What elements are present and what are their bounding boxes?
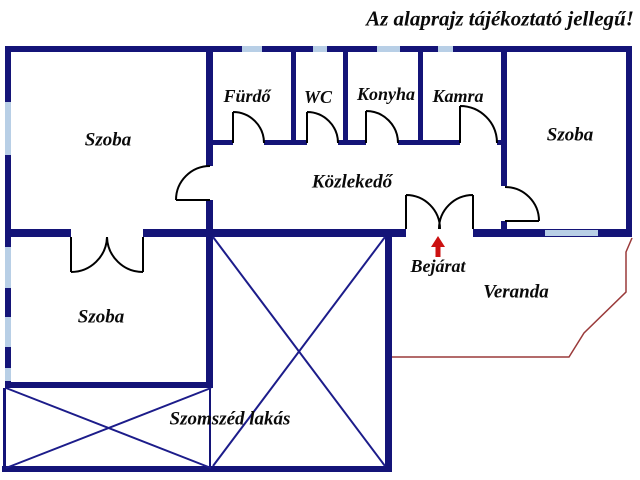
window-left-szoba3-a bbox=[5, 247, 11, 288]
wall-middle-2 bbox=[143, 229, 406, 237]
wall-smallrooms-bottom-3 bbox=[338, 140, 366, 145]
window-szoba2-bottom bbox=[545, 230, 598, 236]
wall-szoba3-right bbox=[206, 237, 213, 388]
wall-furdo-wc bbox=[291, 46, 296, 145]
door-wc bbox=[306, 111, 339, 144]
door-furdo bbox=[232, 111, 265, 144]
wall-konyha-kamra bbox=[418, 46, 423, 145]
wall-outer-bottom bbox=[2, 466, 392, 472]
room-label-szoba-top-left: Szoba bbox=[84, 129, 132, 151]
wall-outer-left bbox=[5, 46, 11, 388]
window-left-szoba3-c bbox=[5, 368, 11, 381]
arrow-head bbox=[431, 236, 445, 247]
room-label-szoba-top-right: Szoba bbox=[546, 124, 594, 146]
room-label-wc: WC bbox=[303, 87, 333, 107]
neighbour-flat-cross-lines bbox=[5, 236, 386, 469]
room-label-konyha: Konyha bbox=[356, 84, 416, 104]
wall-smallrooms-bottom-2 bbox=[264, 140, 307, 145]
window-top-konyha bbox=[377, 46, 400, 52]
veranda-outline bbox=[392, 237, 633, 358]
wall-szoba2-left-upper bbox=[501, 46, 507, 186]
window-left-szoba3-b bbox=[5, 317, 11, 347]
entrance-arrow-icon bbox=[431, 236, 445, 257]
wall-left-thin-lower bbox=[3, 388, 6, 469]
room-label-furdo: Fürdő bbox=[223, 86, 271, 106]
wall-smallrooms-bottom-4 bbox=[398, 140, 460, 145]
wall-szoba1-right-lower bbox=[206, 200, 213, 237]
window-top-furdo bbox=[242, 46, 262, 52]
doors bbox=[70, 105, 540, 273]
wall-xsquare-left-thin bbox=[209, 388, 211, 466]
room-label-szoba-bottom-left: Szoba bbox=[77, 306, 125, 328]
label-szomszed-lakas: Szomszéd lakás bbox=[169, 408, 291, 430]
door-double-szoba3 bbox=[70, 236, 144, 273]
wall-smallrooms-bottom-1 bbox=[206, 140, 233, 145]
label-veranda: Veranda bbox=[483, 281, 549, 303]
wall-smallrooms-bottom-5 bbox=[497, 140, 507, 145]
wall-szoba3-bottom bbox=[5, 382, 213, 388]
window-left-szoba1 bbox=[5, 102, 11, 155]
room-label-kozlekedo: Közlekedő bbox=[311, 171, 393, 193]
window-top-wc bbox=[313, 46, 327, 52]
windows bbox=[5, 46, 598, 381]
door-szoba1 bbox=[175, 165, 211, 201]
walls bbox=[2, 46, 632, 472]
room-label-kamra: Kamra bbox=[432, 86, 484, 106]
wall-szoba1-right-upper bbox=[206, 46, 213, 166]
door-double-entrance bbox=[405, 194, 474, 230]
wall-xsquare-right bbox=[385, 237, 392, 472]
door-konyha bbox=[365, 110, 399, 144]
cross-line bbox=[212, 236, 386, 467]
door-szoba2 bbox=[504, 186, 540, 222]
cross-line bbox=[5, 387, 212, 469]
label-bejarat: Bejárat bbox=[410, 256, 466, 276]
arrow-stem bbox=[435, 245, 441, 257]
wall-middle-1 bbox=[5, 229, 71, 237]
door-kamra bbox=[459, 105, 498, 144]
window-top-kamra bbox=[438, 46, 453, 52]
wall-outer-right bbox=[626, 46, 632, 237]
disclaimer-title: Az alaprajz tájékoztató jellegű! bbox=[366, 6, 634, 31]
wall-wc-konyha bbox=[343, 46, 348, 145]
